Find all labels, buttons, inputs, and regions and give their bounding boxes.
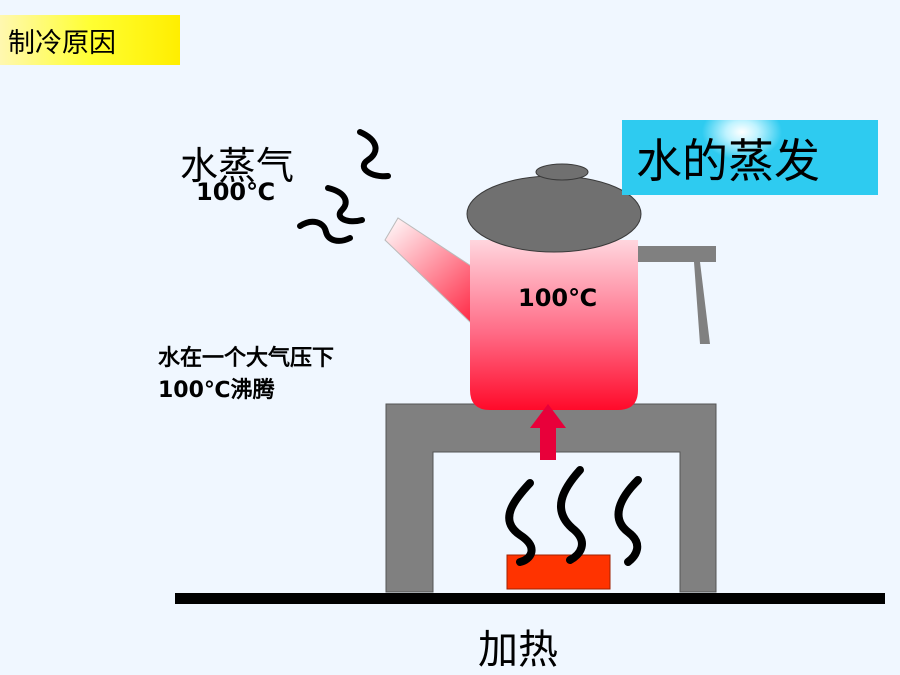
heat-waves [505,466,642,566]
steam-temperature: 100℃ [196,178,276,206]
boiling-note-line2: 100℃沸腾 [158,378,275,403]
kettle-handle [636,246,716,344]
ground-line [175,593,885,604]
kettle-body [470,240,638,410]
lid-knob [535,163,589,181]
heat-arrow [530,404,566,460]
water-temperature: 100℃ [518,284,598,312]
stand [385,403,717,593]
heating-label: 加热 [478,627,558,673]
boiling-note-line1: 水在一个大气压下 [158,346,335,371]
evaporation-label: 水的蒸发 [622,120,878,195]
slide-title: 制冷原因 [0,15,180,65]
kettle-lid [466,175,642,253]
steam-squiggles [297,129,391,244]
steam-label: 水蒸气 [180,144,295,188]
